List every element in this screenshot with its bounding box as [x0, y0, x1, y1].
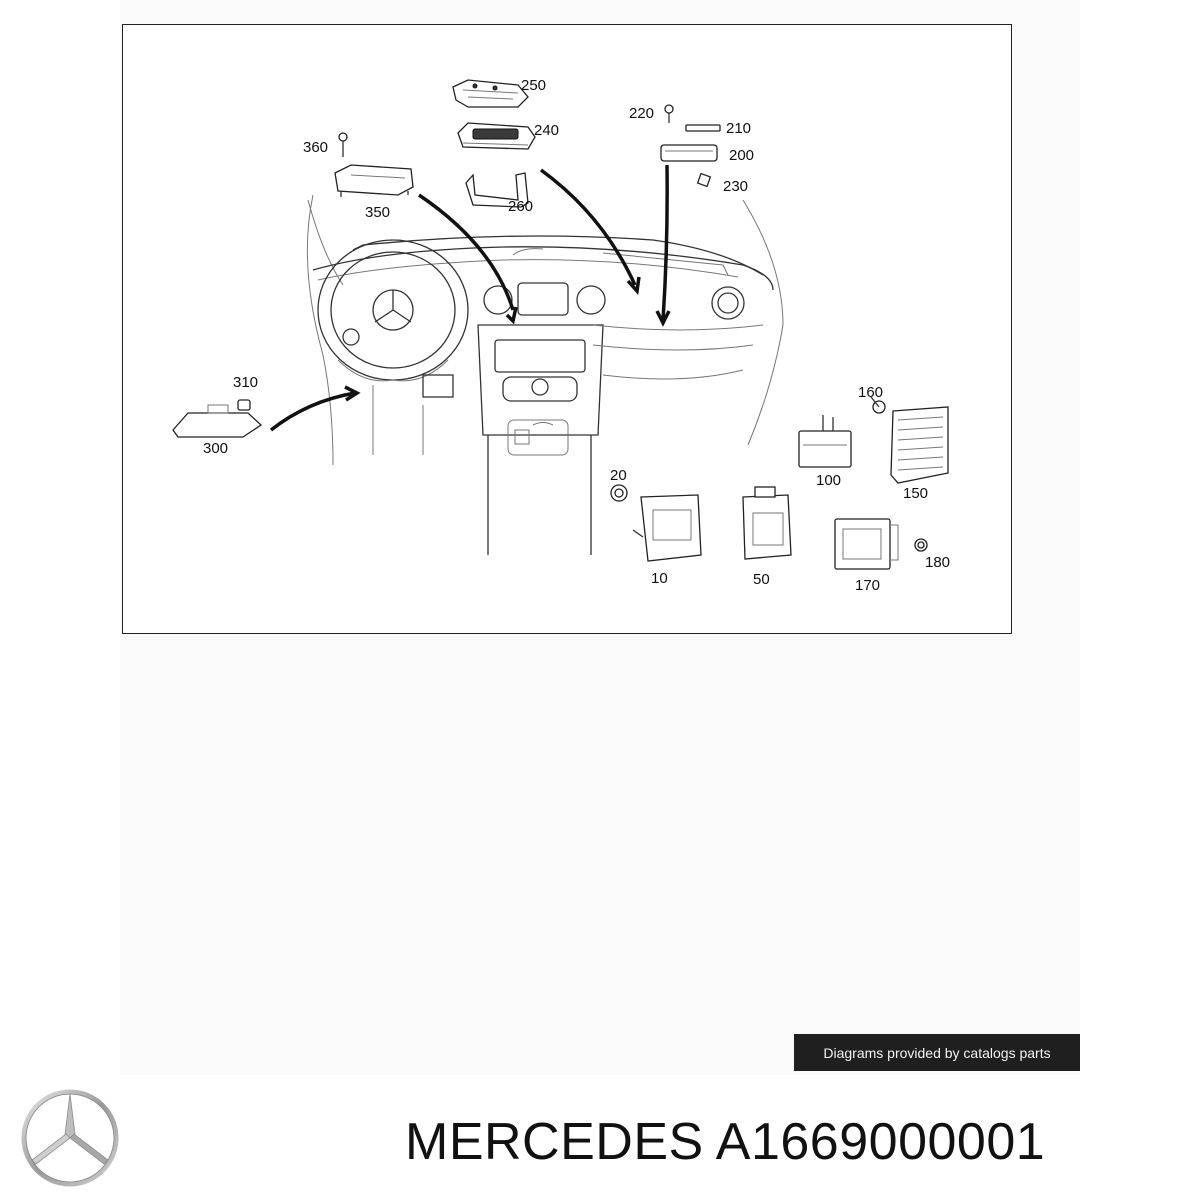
callout-100: 100 [816, 472, 841, 489]
credit-banner: Diagrams provided by catalogs parts [794, 1034, 1080, 1071]
callout-170: 170 [855, 577, 880, 594]
part-100-bracket [798, 415, 852, 468]
part-310-nut [237, 399, 251, 411]
callout-310: 310 [233, 374, 258, 391]
part-180-grommet [914, 538, 928, 552]
callout-210: 210 [726, 120, 751, 137]
callout-160: 160 [858, 384, 883, 401]
callout-230: 230 [723, 178, 748, 195]
callout-10: 10 [651, 570, 668, 587]
part-250-fuse-box-cover [452, 79, 529, 108]
product-title: MERCEDES A1669000001 [405, 1113, 1046, 1171]
mercedes-star-icon [21, 1089, 119, 1187]
callout-20: 20 [610, 467, 627, 484]
part-200-control-unit [660, 144, 718, 162]
part-350-module [334, 164, 414, 197]
part-210-strip [685, 124, 721, 132]
part-150-amplifier [890, 406, 949, 484]
part-360-bolt [338, 132, 348, 157]
part-260-bracket [465, 172, 529, 208]
part-300-module [172, 404, 263, 438]
callout-50: 50 [753, 571, 770, 588]
pointer-arrows [269, 164, 671, 432]
part-10-control-unit [632, 494, 702, 562]
callout-180: 180 [925, 554, 950, 571]
dashboard-outline [306, 194, 784, 555]
part-230-clip [696, 172, 712, 188]
callout-350: 350 [365, 204, 390, 221]
part-50-control-unit [742, 486, 792, 560]
part-20-grommet [610, 484, 628, 502]
callout-250: 250 [521, 77, 546, 94]
callout-240: 240 [534, 122, 559, 139]
part-220-bolt [664, 104, 674, 123]
callout-360: 360 [303, 139, 328, 156]
dashboard-illustration: 250 240 260 220 210 200 230 360 350 310 … [172, 77, 950, 594]
part-240-relay-module [457, 122, 536, 150]
parts-diagram: 250 240 260 220 210 200 230 360 350 310 … [122, 24, 1012, 634]
callout-220: 220 [629, 105, 654, 122]
part-170-control-unit [834, 518, 899, 570]
callout-200: 200 [729, 147, 754, 164]
part-160-bolt [870, 396, 886, 414]
callout-150: 150 [903, 485, 928, 502]
callout-260: 260 [508, 198, 533, 215]
callout-300: 300 [203, 440, 228, 457]
